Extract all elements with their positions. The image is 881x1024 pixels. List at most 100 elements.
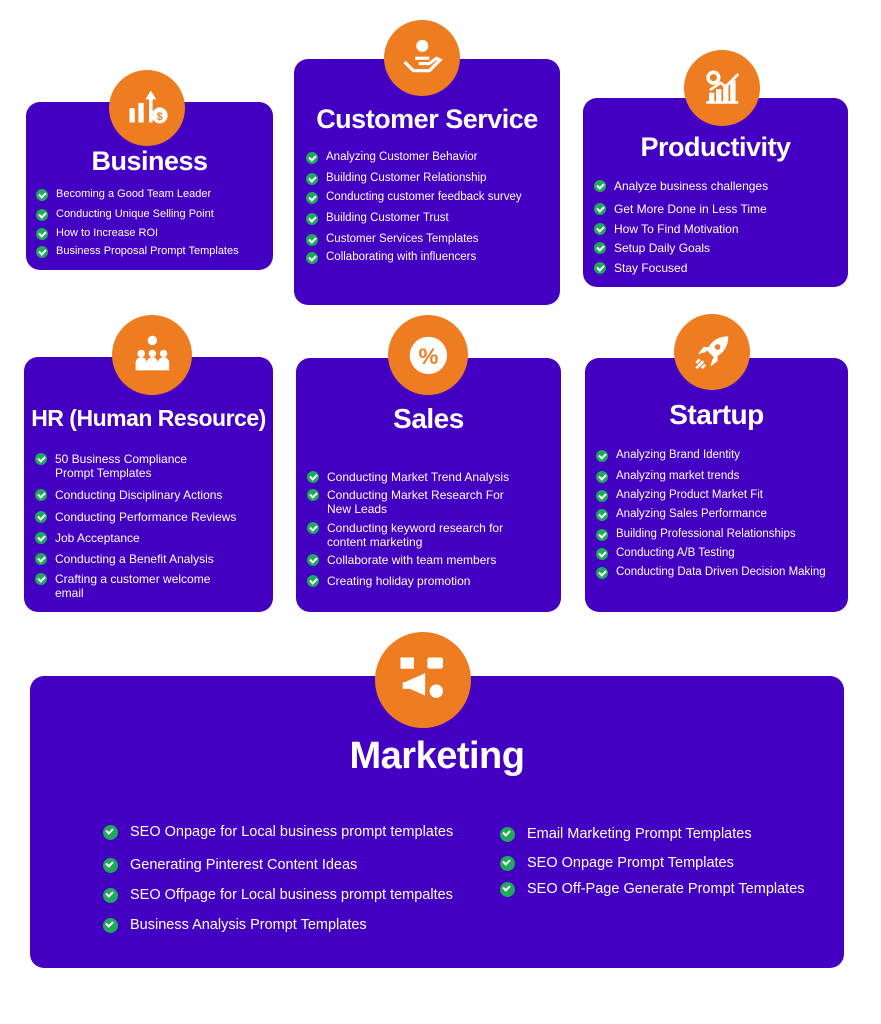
list-item: Get More Done in Less Time [594, 202, 834, 216]
list-item-label: Stay Focused [614, 261, 688, 275]
list-item: Creating holiday promotion [307, 574, 547, 588]
check-icon [36, 246, 48, 258]
list-item-label: Building Professional Relationships [616, 528, 796, 540]
list-item-label: SEO Off-Page Generate Prompt Templates [527, 881, 805, 897]
list-item-label: Generating Pinterest Content Ideas [130, 857, 358, 873]
customer-service-title: Customer Service [316, 104, 538, 134]
startup-card: Startup [585, 358, 848, 612]
list-item-label: SEO Offpage for Local business prompt te… [130, 887, 453, 903]
list-item-label: Conducting Market Trend Analysis [327, 470, 510, 484]
check-icon [306, 252, 318, 264]
sales-card: Sales [296, 358, 561, 612]
list-item-label: Customer Services Templates [326, 233, 479, 245]
list-item: Conducting Market Trend Analysis [307, 470, 547, 484]
check-icon [103, 918, 118, 933]
list-item-label: Analyzing market trends [616, 470, 740, 482]
check-icon [35, 553, 47, 565]
list-item-label: Creating holiday promotion [327, 574, 471, 588]
list-item: Collaborate with team members [307, 553, 547, 567]
list-item-label: 50 Business Compliance Prompt Templates [55, 452, 188, 481]
list-item-label: Building Customer Trust [326, 212, 449, 224]
check-icon [36, 228, 48, 240]
list-item-label: Crafting a customer welcome email [55, 572, 211, 601]
list-item-label: Get More Done in Less Time [614, 202, 767, 216]
check-icon [500, 827, 515, 842]
list-item: Analyzing Brand Identity [596, 449, 846, 463]
check-icon [594, 262, 606, 274]
list-item-label: Business Analysis Prompt Templates [130, 917, 367, 933]
team-gear-icon [112, 315, 192, 395]
svg-text:$: $ [156, 111, 162, 123]
check-icon [307, 522, 319, 534]
megaphone-icon [375, 632, 471, 728]
check-icon [596, 567, 608, 579]
rocket-icon [674, 314, 750, 390]
list-item-label: Conducting keyword research for content … [327, 521, 504, 550]
check-icon [35, 573, 47, 585]
check-icon [36, 209, 48, 221]
check-icon [596, 490, 608, 502]
list-item: Email Marketing Prompt Templates [500, 826, 830, 843]
list-item: Stay Focused [594, 261, 834, 275]
check-icon [306, 152, 318, 164]
list-item: Analyze business challenges [594, 179, 834, 193]
hr-title: HR (Human Resource) [31, 405, 266, 431]
list-item: Customer Services Templates [306, 233, 546, 247]
list-item-label: Analyzing Customer Behavior [326, 151, 478, 163]
check-icon [35, 453, 47, 465]
list-item: Conducting Market Research For New Leads [307, 488, 517, 517]
list-item-label: Conducting Disciplinary Actions [55, 488, 223, 502]
list-item: Collaborating with influencers [306, 251, 546, 265]
list-item-label: SEO Onpage Prompt Templates [527, 855, 734, 871]
list-item: Conducting keyword research for content … [307, 521, 537, 550]
list-item-label: Collaborating with influencers [326, 251, 477, 263]
list-item: Analyzing Customer Behavior [306, 151, 546, 165]
list-item: SEO Offpage for Local business prompt te… [103, 887, 483, 904]
check-icon [594, 180, 606, 192]
list-item-label: How to Increase ROI [56, 227, 159, 239]
list-item-label: Analyzing Brand Identity [616, 449, 741, 461]
list-item: SEO Off-Page Generate Prompt Templates [500, 881, 830, 898]
check-icon [103, 825, 118, 840]
list-item: How to Increase ROI [36, 227, 246, 240]
check-icon [500, 856, 515, 871]
list-item: Conducting a Benefit Analysis [35, 552, 265, 566]
list-item-label: Email Marketing Prompt Templates [527, 826, 752, 842]
hr-card: HR (Human Resource) [24, 357, 273, 612]
list-item-label: Conducting A/B Testing [616, 547, 735, 559]
check-icon [307, 471, 319, 483]
check-icon [596, 450, 608, 462]
list-item-label: Analyze business challenges [614, 179, 769, 193]
list-item-label: How To Find Motivation [614, 222, 739, 236]
svg-text:%: % [418, 343, 438, 368]
list-item: Becoming a Good Team Leader [36, 188, 246, 201]
check-icon [500, 882, 515, 897]
list-item-label: Job Acceptance [55, 531, 140, 545]
list-item: Analyzing Product Market Fit [596, 489, 846, 503]
list-item-label: Conducting customer feedback survey [326, 191, 522, 203]
marketing-title: Marketing [349, 735, 525, 777]
list-item: Conducting A/B Testing [596, 547, 846, 561]
list-item-label: Conducting Market Research For New Leads [327, 488, 504, 517]
check-icon [103, 888, 118, 903]
growth-chart-gear-icon [684, 50, 760, 126]
check-icon [35, 532, 47, 544]
list-item: Conducting Performance Reviews [35, 510, 265, 524]
list-item-label: Business Proposal Prompt Templates [56, 245, 239, 257]
list-item: Generating Pinterest Content Ideas [103, 857, 483, 874]
check-icon [594, 242, 606, 254]
list-item-label: Conducting Performance Reviews [55, 510, 237, 524]
check-icon [307, 489, 319, 501]
check-icon [306, 173, 318, 185]
check-icon [307, 554, 319, 566]
list-item-label: Becoming a Good Team Leader [56, 188, 212, 200]
list-item: SEO Onpage for Local business prompt tem… [103, 824, 483, 841]
productivity-card: Productivity [583, 98, 848, 287]
check-icon [596, 529, 608, 541]
list-item-label: Conducting Data Driven Decision Making [616, 566, 826, 578]
list-item: Conducting Unique Selling Point [36, 208, 246, 221]
list-item-label: Analyzing Sales Performance [616, 508, 767, 520]
chart-dollar-icon: $ [109, 70, 185, 146]
productivity-title: Productivity [640, 132, 791, 162]
list-item: Analyzing Sales Performance [596, 508, 846, 522]
